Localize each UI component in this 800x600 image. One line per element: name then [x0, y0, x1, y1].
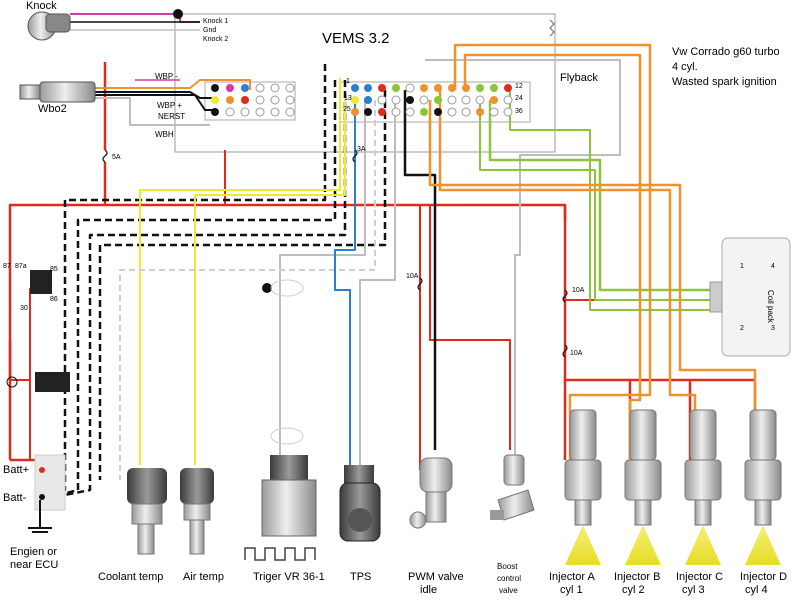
relay-pin-30: 30	[20, 305, 28, 312]
knock-pin-gnd: Gnd	[203, 27, 217, 34]
note-ignition: Wasted spark ignition	[672, 76, 777, 88]
injector-d	[744, 409, 782, 565]
coil-pack-label: Coil pack	[766, 290, 775, 323]
label-tps: TPS	[350, 571, 372, 583]
pin-1: 1	[346, 78, 350, 85]
battery-plus: Batt+	[3, 464, 29, 476]
fuses	[102, 149, 568, 358]
wbo2-sensor	[19, 81, 96, 103]
tps-sensor	[339, 465, 381, 542]
label-inj-b-1: Injector B	[614, 571, 661, 583]
knock-label: Knock	[26, 0, 57, 12]
pin-25: 25	[343, 106, 351, 113]
knock-pin-2: Knock 2	[203, 36, 229, 43]
wbo2-wire-wbp-minus: WBP -	[155, 72, 178, 81]
injector-c	[684, 409, 722, 565]
pin-13: 13	[344, 95, 352, 102]
ground-label: Engien or near ECU	[10, 546, 59, 571]
connector-pins	[211, 83, 513, 117]
label-inj-d-2: cyl 4	[745, 584, 768, 596]
relay-pin-87: 87	[3, 263, 11, 270]
knock-sensor	[27, 9, 183, 41]
label-inj-c-1: Injector C	[676, 571, 724, 583]
label-pwm-2: idle	[420, 584, 438, 596]
relay	[30, 270, 52, 294]
flyback-label: Flyback	[560, 72, 598, 84]
relay-pin-85: 85	[50, 266, 58, 273]
wbo2-label: Wbo2	[38, 103, 67, 115]
knock-pin-1: Knock 1	[203, 18, 229, 25]
label-inj-a-1: Injector A	[549, 571, 595, 583]
label-boost-3: valve	[499, 586, 518, 595]
label-inj-b-2: cyl 2	[622, 584, 645, 596]
fuse-10a-inj: 10A	[570, 350, 583, 357]
air-temp-sensor	[180, 468, 214, 555]
pin-12: 12	[515, 83, 523, 90]
note-car: Vw Corrado g60 turbo	[672, 46, 780, 58]
label-inj-d-1: Injector D	[740, 571, 788, 583]
label-pwm-1: PWM valve	[408, 571, 464, 583]
coil-pack	[709, 237, 791, 357]
wbo2-wire-nerst: NERST	[158, 112, 186, 121]
relay-pin-87a: 87a	[15, 263, 27, 270]
pin-24: 24	[515, 95, 523, 102]
injector-a	[564, 409, 602, 565]
fuse-5a: 5A	[112, 154, 121, 161]
relay-pin-86: 86	[50, 296, 58, 303]
trigger-sensor	[244, 279, 317, 561]
coil-pin-3: 3	[771, 325, 775, 332]
pin-36: 36	[515, 108, 523, 115]
label-inj-a-2: cyl 1	[560, 584, 583, 596]
battery-minus: Batt-	[3, 492, 27, 504]
coolant-sensor	[127, 468, 167, 555]
injector-b	[624, 409, 662, 565]
label-boost-1: Boost	[497, 562, 518, 571]
fuse-3a: 3A	[357, 146, 366, 153]
fuse-10a-coil: 10A	[572, 287, 585, 294]
label-inj-c-2: cyl 3	[682, 584, 705, 596]
coil-pin-4: 4	[771, 263, 775, 270]
injectors	[564, 409, 782, 565]
pwm-valve	[409, 457, 453, 529]
wbo2-wire-wbp-plus: WBP +	[157, 101, 182, 110]
boost-valve	[490, 454, 535, 521]
label-airtemp: Air temp	[183, 571, 224, 583]
label-coolant: Coolant temp	[98, 571, 164, 583]
coil-pin-2: 2	[740, 325, 744, 332]
note-cyl: 4 cyl.	[672, 61, 698, 73]
label-trigger: Triger VR 36-1	[253, 571, 325, 583]
wbo2-wire-wbh: WBH	[155, 130, 174, 139]
pump	[6, 372, 70, 392]
coil-pin-1: 1	[740, 263, 744, 270]
wires	[8, 13, 757, 502]
fuse-10a-idle: 10A	[406, 273, 419, 280]
ecu-title: VEMS 3.2	[322, 30, 390, 47]
ground-symbol	[28, 500, 52, 533]
label-boost-2: control	[497, 574, 522, 583]
